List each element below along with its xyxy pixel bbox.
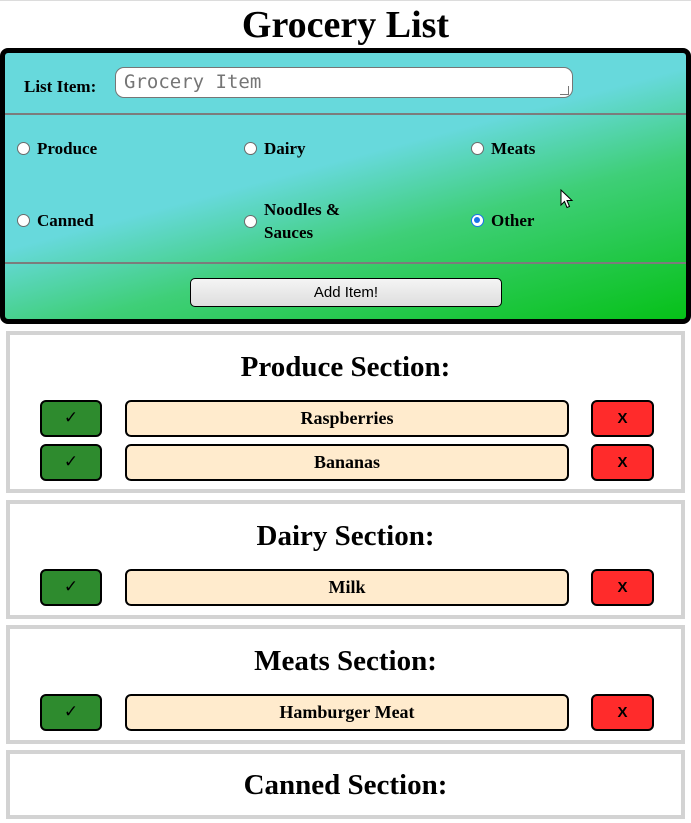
radio-noodles-sauces-circle[interactable] xyxy=(244,214,257,228)
radio-noodles-sauces-label-line2: Sauces xyxy=(264,223,314,242)
list-item: ✓ Hamburger Meat X xyxy=(10,694,681,732)
produce-section: Produce Section: ✓ Raspberries X ✓ Banan… xyxy=(6,331,685,493)
category-row-2: Canned Noodles & Sauces Other xyxy=(5,186,686,264)
checkmark-icon: ✓ xyxy=(63,408,79,428)
radio-meats[interactable]: Meats xyxy=(471,137,535,160)
list-item-name: Raspberries xyxy=(125,400,569,437)
radio-meats-label: Meats xyxy=(491,139,536,158)
add-item-form: List Item: Grocery Item Produce Dairy Me… xyxy=(0,48,691,324)
list-item-name: Bananas xyxy=(125,444,569,481)
radio-other[interactable]: Other xyxy=(471,209,534,232)
list-item: ✓ Raspberries X xyxy=(10,400,681,438)
radio-meats-circle[interactable] xyxy=(471,142,484,155)
x-icon: X xyxy=(617,704,628,721)
checkmark-button[interactable]: ✓ xyxy=(40,569,102,606)
checkmark-icon: ✓ xyxy=(63,577,79,597)
checkmark-button[interactable]: ✓ xyxy=(40,694,102,731)
radio-dairy-label: Dairy xyxy=(264,139,306,158)
radio-canned[interactable]: Canned xyxy=(17,209,94,232)
remove-item-button[interactable]: X xyxy=(591,694,654,731)
checkmark-button[interactable]: ✓ xyxy=(40,444,102,481)
radio-other-label: Other xyxy=(491,211,535,230)
produce-section-title: Produce Section: xyxy=(240,351,451,383)
checkmark-icon: ✓ xyxy=(63,702,79,722)
checkmark-icon: ✓ xyxy=(63,452,79,472)
page-title: Grocery List xyxy=(0,0,691,48)
list-item-name: Hamburger Meat xyxy=(125,694,569,731)
radio-noodles-sauces[interactable]: Noodles & Sauces xyxy=(244,198,340,244)
list-item: ✓ Milk X xyxy=(10,569,681,607)
add-item-row: Add Item! xyxy=(5,264,686,319)
item-input-label: List Item: xyxy=(24,77,97,96)
radio-noodles-sauces-label: Noodles & Sauces xyxy=(264,198,340,244)
remove-item-button[interactable]: X xyxy=(591,444,654,481)
radio-dairy-circle[interactable] xyxy=(244,142,257,155)
radio-produce-circle[interactable] xyxy=(17,142,30,155)
x-icon: X xyxy=(617,454,628,471)
dairy-section: Dairy Section: ✓ Milk X xyxy=(6,500,685,619)
radio-canned-label: Canned xyxy=(37,211,94,230)
meats-section-title: Meats Section: xyxy=(254,645,437,677)
radio-noodles-sauces-label-line1: Noodles & xyxy=(264,200,341,219)
radio-other-circle[interactable] xyxy=(471,214,484,227)
mouse-pointer-icon xyxy=(560,189,574,209)
dairy-section-title: Dairy Section: xyxy=(256,520,435,552)
grocery-item-input[interactable]: Grocery Item xyxy=(115,67,573,98)
add-item-button[interactable]: Add Item! xyxy=(190,278,502,307)
canned-section: Canned Section: xyxy=(6,750,685,819)
radio-produce[interactable]: Produce xyxy=(17,137,97,160)
list-item: ✓ Bananas X xyxy=(10,444,681,482)
remove-item-button[interactable]: X xyxy=(591,569,654,606)
radio-canned-circle[interactable] xyxy=(17,214,30,227)
grocery-item-placeholder: Grocery Item xyxy=(124,71,262,93)
radio-dairy[interactable]: Dairy xyxy=(244,137,306,160)
remove-item-button[interactable]: X xyxy=(591,400,654,437)
resize-grip-icon[interactable] xyxy=(560,86,569,95)
x-icon: X xyxy=(617,410,628,427)
x-icon: X xyxy=(617,579,628,596)
list-item-name: Milk xyxy=(125,569,569,606)
category-row-1: Produce Dairy Meats xyxy=(5,115,686,186)
item-input-row: List Item: Grocery Item xyxy=(5,53,686,115)
canned-section-title: Canned Section: xyxy=(243,769,448,801)
radio-produce-label: Produce xyxy=(37,139,98,158)
meats-section: Meats Section: ✓ Hamburger Meat X xyxy=(6,625,685,744)
checkmark-button[interactable]: ✓ xyxy=(40,400,102,437)
